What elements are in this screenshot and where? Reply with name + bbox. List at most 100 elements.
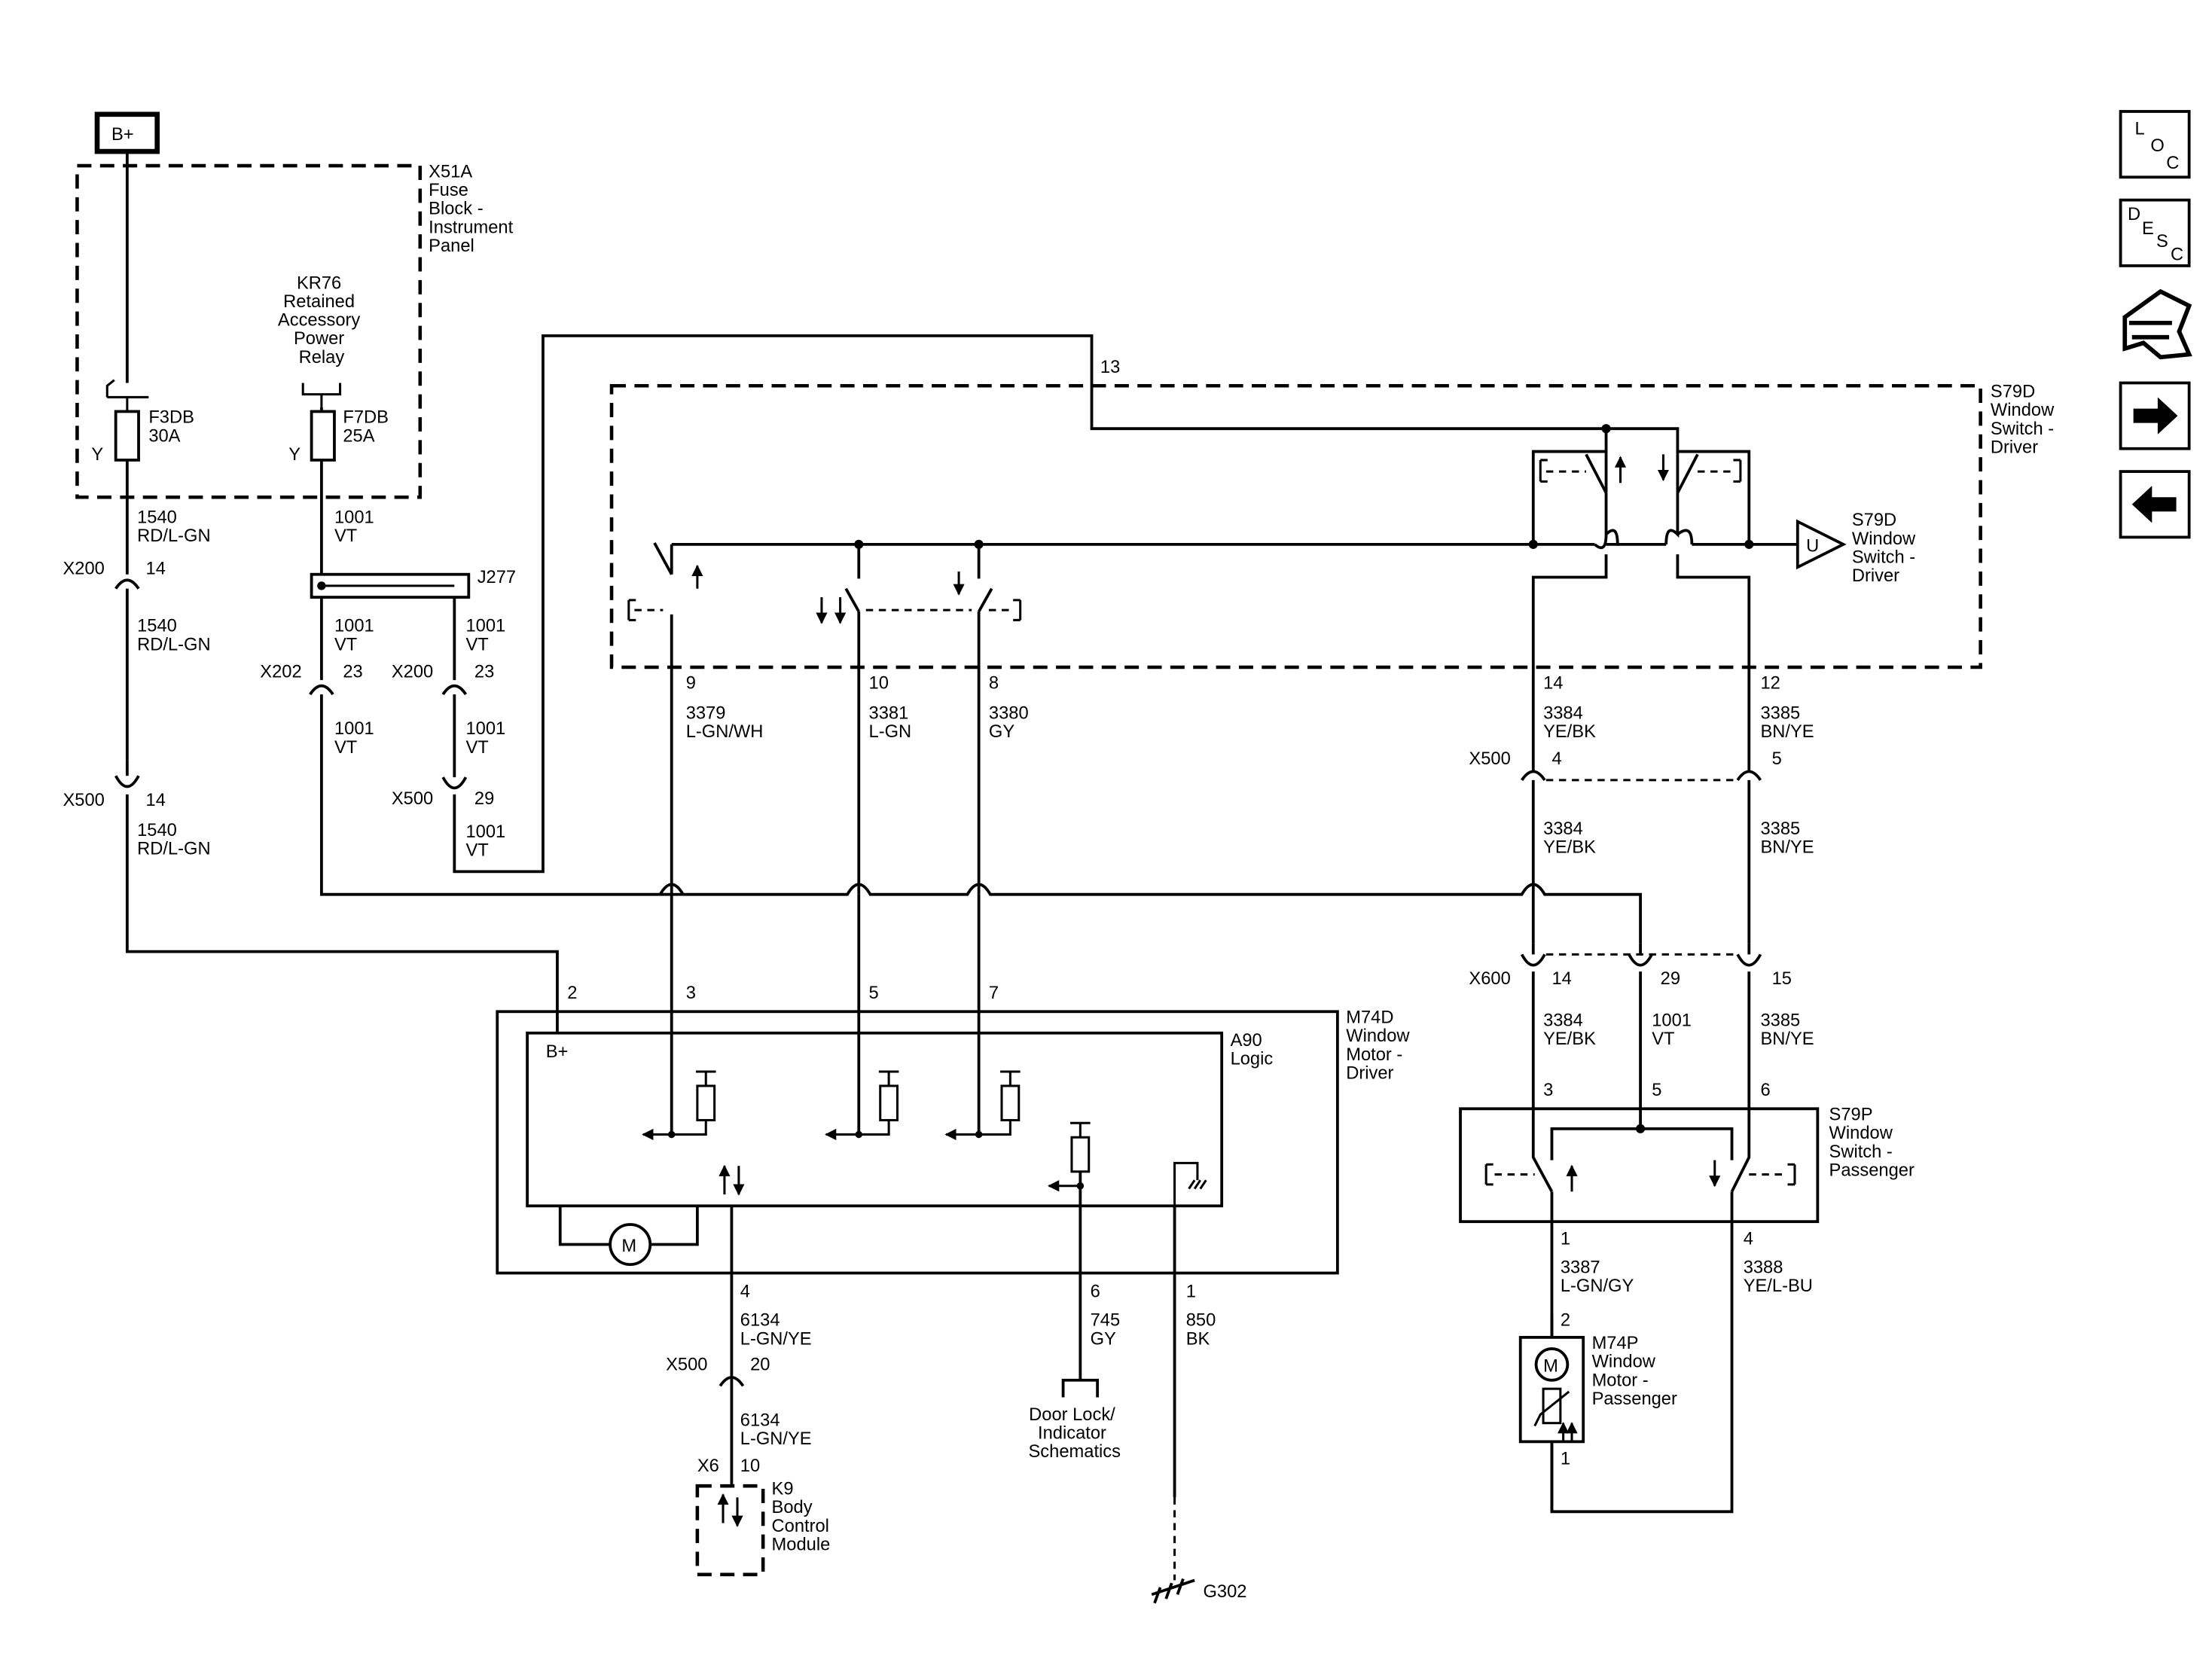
s79p-pin-4: 4 [1744, 1230, 1753, 1249]
a90-logic-outline [526, 1031, 1224, 1208]
s79d-pin-9: 9 [686, 673, 696, 693]
x500-pin-4: 4 [1551, 749, 1561, 769]
x500-pin-29: 29 [474, 789, 494, 809]
connector-x500-14 [114, 775, 140, 788]
s79d-contact-down [953, 544, 1022, 895]
s79d-pin-13: 13 [1100, 358, 1120, 377]
x500-label-a: X500 [63, 791, 104, 810]
m74p-motor-letter: M [1543, 1356, 1558, 1376]
m74d-pin-2: 2 [567, 984, 577, 1003]
x6-label: X6 [697, 1456, 719, 1476]
x500-label-b: X500 [392, 789, 433, 809]
s79p-pin-5: 5 [1652, 1081, 1661, 1100]
fuse-f7db-rating: 25A [343, 426, 374, 446]
connector-x200-23 [441, 684, 468, 696]
connector-x500-5 [1736, 770, 1762, 782]
connector-x500-29 [441, 776, 468, 790]
x200-label-b: X200 [392, 662, 433, 682]
relay-label: KR76 Retained Accessory Power Relay [278, 273, 365, 367]
fuse-f7db-name: F7DB [343, 408, 389, 428]
fuse-f3db-rating: 30A [148, 426, 180, 446]
fuse-f7db-tag: Y [288, 445, 301, 465]
connector-x200-14 [114, 578, 140, 590]
a90-serial-data-icon [719, 1164, 745, 1487]
fuse-block-outline [75, 163, 423, 499]
m74p-motor-icon: M [1533, 1347, 1578, 1441]
s79d-pin-10: 10 [869, 673, 889, 693]
s79d-pin-8: 8 [989, 673, 999, 693]
a90-input-6 [1048, 1121, 1091, 1380]
s79p-label: S79P Window Switch - Passenger [1829, 1105, 1915, 1180]
arrow-left-icon [2131, 486, 2177, 523]
m74d-pin-7: 7 [989, 984, 999, 1003]
connector-x600-15 [1736, 953, 1762, 967]
s79d-output-letter: U [1806, 536, 1819, 556]
bplus-label: B+ [111, 125, 134, 145]
s79d-pin-12: 12 [1760, 673, 1780, 693]
s79d-contact-express-down [816, 544, 972, 895]
m74p-label: M74P Window Motor - Passenger [1592, 1334, 1677, 1409]
m74d-pin-3: 3 [686, 984, 696, 1003]
s79p-pin-1: 1 [1561, 1230, 1570, 1249]
s79d-upper-switch-pair [1531, 424, 1751, 772]
x600-pin-14: 14 [1551, 969, 1571, 989]
m74p-pin-2: 2 [1561, 1311, 1570, 1331]
fuse-block-label: X51A Fuse Block - Instrument Panel [429, 162, 518, 256]
x600-pin-15: 15 [1772, 969, 1792, 989]
tools-connector-icon[interactable] [2122, 288, 2192, 360]
x500-pin-5: 5 [1772, 749, 1782, 769]
fuse-f3db [114, 410, 140, 462]
x600-pin-29: 29 [1661, 969, 1680, 989]
a90-input-5 [825, 1070, 899, 1141]
m74d-motor-icon: M [609, 1223, 652, 1266]
fuse-f3db-tab [105, 379, 149, 412]
x200-label-a: X200 [63, 560, 104, 579]
connector-x202-23 [309, 684, 334, 696]
a90-ground-icon [1173, 1161, 1207, 1206]
k9-label: K9 Body Control Module [772, 1480, 834, 1555]
nav-desc-s: S [2156, 232, 2168, 252]
x200-pin-14: 14 [146, 560, 166, 579]
nav-desc-button[interactable]: D E S C [2119, 198, 2191, 267]
ground-g302-icon [1151, 1578, 1195, 1604]
s79p-pin-6: 6 [1760, 1081, 1770, 1100]
x600-label: X600 [1469, 969, 1510, 989]
nav-next-button[interactable] [2119, 381, 2191, 450]
nav-loc-c: C [2166, 154, 2179, 173]
s79d-output-u: U [1796, 519, 1847, 570]
m74p-pin-1: 1 [1561, 1450, 1570, 1469]
x202-pin-23: 23 [343, 662, 362, 682]
connector-x500-4 [1521, 770, 1546, 782]
s79p-pin-3: 3 [1543, 1081, 1553, 1100]
connector-x500-20 [719, 1376, 745, 1387]
x500-pin-14: 14 [146, 791, 166, 810]
m74d-label: M74D Window Motor - Driver [1346, 1008, 1414, 1083]
x500-label-d: X500 [666, 1355, 707, 1374]
fuse-f3db-tag: Y [91, 445, 103, 465]
a90-input-3 [642, 1070, 716, 1141]
nav-prev-button[interactable] [2119, 470, 2191, 539]
k9-serial-data-icon [717, 1493, 743, 1527]
connector-x600-29 [1628, 953, 1653, 967]
s79p-outline [1459, 1107, 1820, 1224]
nav-loc-button[interactable]: L O C [2119, 110, 2191, 179]
